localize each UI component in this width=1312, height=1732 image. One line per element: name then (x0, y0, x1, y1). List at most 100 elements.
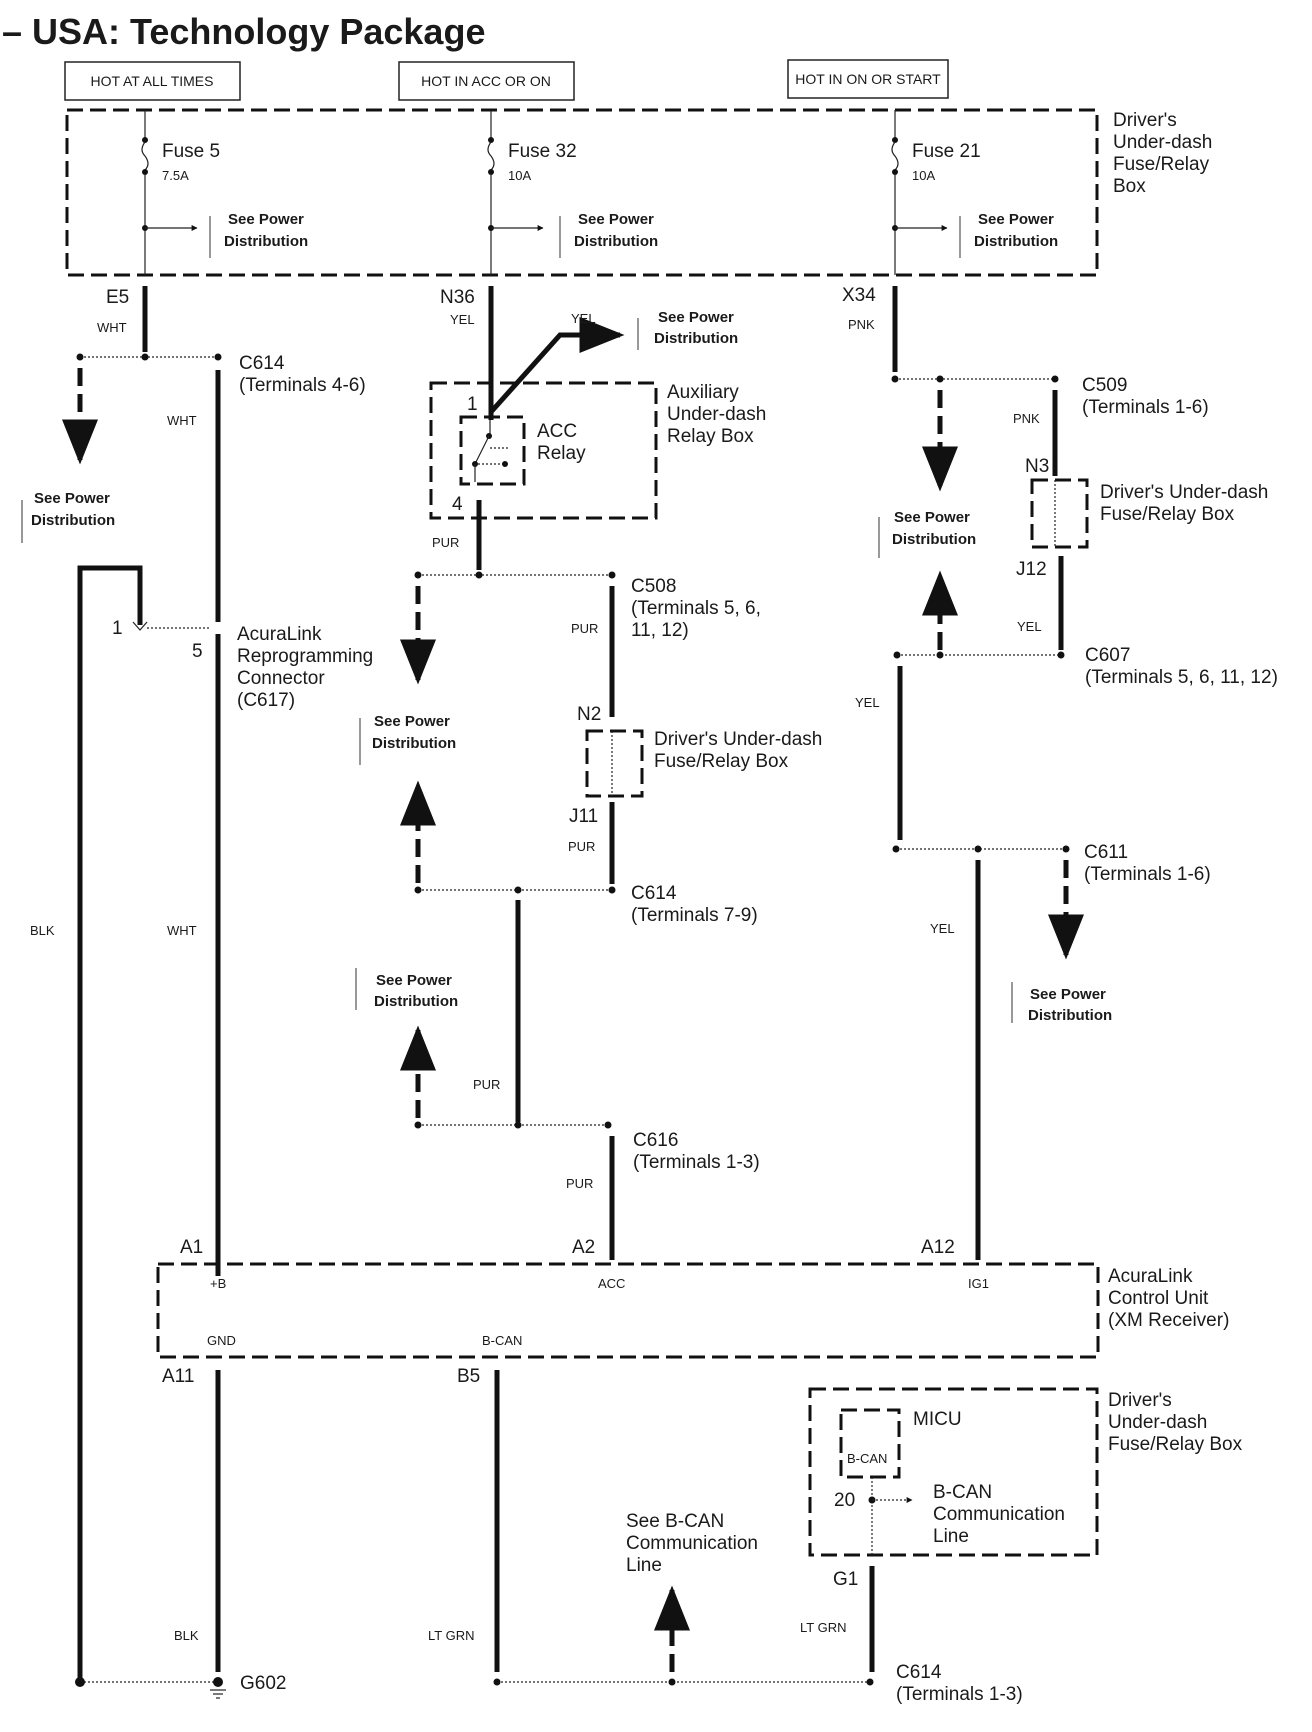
signal-bcan: B-CAN (482, 1333, 522, 1348)
see-power-distribution-label: Distribution (892, 531, 976, 548)
wire-color-label: YEL (930, 921, 955, 936)
wire-color-label: LT GRN (428, 1628, 474, 1643)
see-power-distribution-label: Distribution (574, 233, 658, 250)
see-power-distribution-label: See Power (1030, 986, 1106, 1003)
fuse-rating: 10A (912, 168, 935, 183)
see-power-distribution-label: See Power (658, 309, 734, 326)
see-bcan-line: Line (626, 1555, 662, 1576)
wire-color-label: PUR (473, 1077, 500, 1092)
aux-relay-box-line: Under-dash (667, 404, 766, 425)
fuse-box-line: Driver's Under-dash (654, 729, 822, 750)
connector-n36-label: N36 (440, 287, 475, 308)
see-power-distribution-label: Distribution (374, 993, 458, 1010)
c508-terminals: (Terminals 5, 6, (631, 598, 761, 619)
pin-a12-label: A12 (921, 1237, 955, 1258)
acuralink-control-unit: AcuraLink Control Unit (XM Receiver) A1 … (156, 1237, 1229, 1387)
fuse-relay-box: Driver's Under-dash Fuse/Relay Box (65, 108, 1212, 277)
see-power-distribution-label: See Power (228, 211, 304, 228)
see-power-distribution-label: Distribution (224, 233, 308, 250)
see-power-distribution-label: See Power (578, 211, 654, 228)
see-power-distribution-label: Distribution (654, 330, 738, 347)
aux-relay-box-line: Auxiliary (667, 382, 739, 403)
bcan-line-label: Communication (933, 1504, 1065, 1525)
page-title: – USA: Technology Package (2, 11, 485, 52)
power-source-label: HOT IN ON OR START (795, 71, 941, 87)
pin-a11-label: A11 (162, 1366, 194, 1387)
wire-color-label: YEL (571, 311, 596, 326)
c614-bottom-name: C614 (896, 1662, 942, 1683)
see-power-distribution-label: Distribution (974, 233, 1058, 250)
fuse-icon (487, 141, 495, 171)
reprog-connector-line: (C617) (237, 690, 295, 711)
signal-gnd: GND (207, 1333, 236, 1348)
connector-j11-label: J11 (569, 806, 598, 827)
reprog-pin-5: 5 (192, 641, 203, 662)
fuse-rating: 10A (508, 168, 531, 183)
middle-column: N36 YEL YEL See Power Distribution Auxil… (355, 286, 822, 1260)
see-power-distribution-label: See Power (894, 509, 970, 526)
bottom-section: BLK G602 LT GRN See B-CAN Communication … (75, 1370, 1243, 1705)
c607-name: C607 (1085, 645, 1130, 666)
connector-g1-label: G1 (833, 1569, 858, 1590)
fuse-icon (891, 141, 899, 171)
fuse-name: Fuse 21 (912, 141, 981, 162)
c614-top-terminals: (Terminals 4-6) (239, 375, 366, 396)
wire-color-label: WHT (97, 320, 127, 335)
fuse-box-line: Fuse/Relay Box (654, 751, 789, 772)
control-unit-name-line: Control Unit (1108, 1288, 1209, 1309)
wire-color-label: LT GRN (800, 1620, 846, 1635)
micu-bcan-label: B-CAN (847, 1451, 887, 1466)
pin-a1-label: A1 (180, 1237, 203, 1258)
wire-color-label: WHT (167, 923, 197, 938)
power-source-hot-at-all-times: HOT AT ALL TIMES (64, 61, 241, 101)
wire-color-label: PUR (432, 535, 459, 550)
fuse-box-name-line: Driver's (1113, 110, 1177, 131)
bcan-line-label: Line (933, 1526, 969, 1547)
power-source-label: HOT IN ACC OR ON (421, 73, 551, 89)
pin-b5-label: B5 (457, 1366, 480, 1387)
pin-a2-label: A2 (572, 1237, 595, 1258)
reprog-connector-line: Reprogramming (237, 646, 373, 667)
wire-color-label: PUR (571, 621, 598, 636)
c509-terminals: (Terminals 1-6) (1082, 397, 1209, 418)
c616-terminals: (Terminals 1-3) (633, 1152, 760, 1173)
relay-pin-1: 1 (467, 394, 478, 415)
power-source-label: HOT AT ALL TIMES (91, 73, 214, 89)
wire-color-label: BLK (174, 1628, 199, 1643)
relay-pin-4: 4 (452, 494, 463, 515)
micu-box-name-line: Under-dash (1108, 1412, 1207, 1433)
c509-name: C509 (1082, 375, 1127, 396)
left-column: E5 WHT C614 (Terminals 4-6) See Power Di… (21, 286, 373, 1682)
see-power-distribution-label: Distribution (31, 512, 115, 529)
aux-relay-box-line: Relay Box (667, 426, 754, 447)
wire-color-label: PUR (566, 1176, 593, 1191)
c611-name: C611 (1084, 842, 1128, 863)
see-power-distribution-label: See Power (376, 972, 452, 989)
reprog-pin-1: 1 (112, 618, 123, 639)
wire-color-label: PNK (848, 317, 875, 332)
right-column: X34 PNK C509 (Terminals 1-6) See Power D… (842, 285, 1278, 1260)
c508-name: C508 (631, 576, 676, 597)
see-power-distribution-label: See Power (374, 713, 450, 730)
see-power-distribution-label: See Power (34, 490, 110, 507)
c614-bottom-terminals: (Terminals 1-3) (896, 1684, 1023, 1705)
micu-label: MICU (913, 1409, 962, 1430)
fuse-box-name-line: Under-dash (1113, 132, 1212, 153)
c508-terminals: 11, 12) (631, 620, 689, 641)
wire-color-label: YEL (450, 312, 475, 327)
c614-mid-name: C614 (631, 883, 677, 904)
connector-e5-label: E5 (106, 287, 129, 308)
fuse-name: Fuse 32 (508, 141, 577, 162)
fuse-name: Fuse 5 (162, 141, 220, 162)
power-source-hot-in-on-or-start: HOT IN ON OR START (787, 59, 949, 99)
signal-b-plus: +B (210, 1276, 226, 1291)
micu-box-name-line: Driver's (1108, 1390, 1172, 1411)
fuse-rating: 7.5A (162, 168, 189, 183)
fuse-box-line: Fuse/Relay Box (1100, 504, 1235, 525)
c611-terminals: (Terminals 1-6) (1084, 864, 1211, 885)
fuse-box-line: Driver's Under-dash (1100, 482, 1268, 503)
bcan-line-label: B-CAN (933, 1482, 992, 1503)
wire-color-label: PNK (1013, 411, 1040, 426)
